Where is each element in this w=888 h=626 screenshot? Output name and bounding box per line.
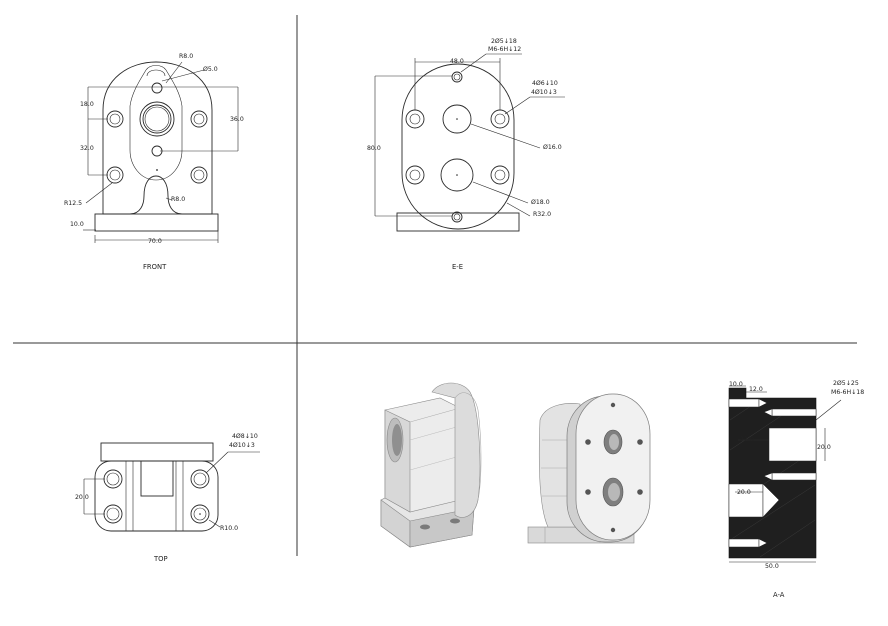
aa-dim-thread1: 2Ø5↓25 bbox=[833, 379, 859, 387]
front-dim-18: 18.0 bbox=[80, 101, 94, 108]
front-view bbox=[83, 61, 239, 243]
front-dimensions: R8.0 Ø5.0 18.0 32.0 36.0 R12.5 R8.0 10.0… bbox=[64, 53, 244, 271]
ee-dim-thread2: M6-6H↓12 bbox=[488, 46, 521, 53]
front-dim-d-top: Ø5.0 bbox=[203, 65, 218, 73]
view-dividers bbox=[13, 15, 857, 556]
ee-dim-holes1: 4Ø6↓10 bbox=[532, 79, 558, 87]
ee-dim-80: 80.0 bbox=[367, 145, 381, 152]
top-dimensions: 4Ø8↓10 4Ø10↓3 20.0 R10.0 TOP bbox=[75, 432, 258, 563]
ee-dim-d16: Ø16.0 bbox=[543, 143, 562, 151]
top-dim-holes1: 4Ø8↓10 bbox=[232, 432, 258, 440]
aa-caption: A-A bbox=[773, 591, 785, 599]
top-view bbox=[83, 442, 260, 532]
isometric-view-2 bbox=[527, 393, 651, 544]
front-dim-32: 32.0 bbox=[80, 145, 94, 152]
front-dim-36: 36.0 bbox=[230, 116, 244, 123]
front-caption: FRONT bbox=[143, 263, 167, 271]
front-dim-base-h: 10.0 bbox=[70, 221, 84, 228]
ee-dim-r32: R32.0 bbox=[533, 211, 551, 218]
section-aa-view bbox=[728, 385, 842, 563]
isometric-view-1 bbox=[380, 382, 482, 548]
ee-dim-thread1: 2Ø5↓18 bbox=[491, 37, 517, 45]
aa-dim-22: 22.0 bbox=[740, 436, 754, 443]
aa-dim-12: 12.0 bbox=[749, 386, 763, 393]
section-aa-dimensions: 10.0 12.0 2Ø5↓25 M6-6H↓18 22.0 20.0 20.0… bbox=[729, 379, 864, 599]
aa-dim-thread2: M6-6H↓18 bbox=[831, 389, 864, 396]
front-dim-r-left: R12.5 bbox=[64, 200, 82, 207]
top-dim-holes2: 4Ø10↓3 bbox=[229, 441, 255, 449]
aa-dim-20: 20.0 bbox=[737, 489, 751, 496]
top-dim-r10: R10.0 bbox=[220, 525, 238, 532]
front-dim-r-top: R8.0 bbox=[179, 53, 193, 60]
section-ee-view bbox=[374, 53, 565, 232]
front-dim-r-mid: R8.0 bbox=[171, 196, 185, 203]
ee-dim-holes2: 4Ø10↓3 bbox=[531, 88, 557, 96]
aa-dim-10: 10.0 bbox=[729, 381, 743, 388]
ee-dim-48: 48.0 bbox=[450, 58, 464, 65]
section-ee-dimensions: 2Ø5↓18 M6-6H↓12 48.0 4Ø6↓10 4Ø10↓3 Ø16.0… bbox=[367, 37, 562, 271]
ee-caption: E-E bbox=[452, 263, 463, 271]
top-dim-20: 20.0 bbox=[75, 494, 89, 501]
top-caption: TOP bbox=[153, 555, 168, 563]
aa-dim-20-right: 20.0 bbox=[817, 444, 831, 451]
aa-dim-50: 50.0 bbox=[765, 563, 779, 570]
ee-dim-d18: Ø18.0 bbox=[531, 198, 550, 206]
front-dim-base-w: 70.0 bbox=[148, 238, 162, 245]
